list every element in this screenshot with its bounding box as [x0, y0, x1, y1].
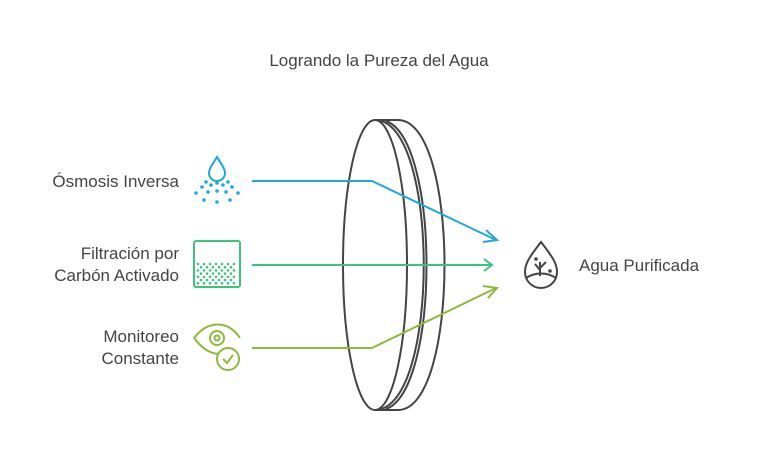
carbon-dot: [217, 278, 221, 282]
carbon-dot: [199, 272, 203, 275]
carbon-dot: [214, 269, 218, 272]
carbon-dot: [220, 262, 224, 266]
carbon-dot: [232, 275, 236, 279]
carbon-dot: [226, 262, 230, 266]
connector-carbon: [252, 258, 494, 272]
carbon-dot: [205, 265, 209, 269]
carbon-dot: [208, 262, 212, 266]
diagram-title: Logrando la Pureza del Agua: [269, 51, 489, 70]
carbon-dot: [196, 281, 200, 285]
carbon-dot: [229, 278, 233, 282]
carbon-dot: [217, 265, 221, 269]
carbon-dot: [220, 281, 224, 285]
carbon-dot: [208, 275, 212, 279]
water-spray-icon: [194, 155, 240, 204]
carbon-filter-icon: [193, 240, 241, 288]
eye-check-icon: [193, 323, 241, 371]
carbon-dot: [217, 272, 221, 275]
carbon-dot: [229, 265, 233, 269]
carbon-dot: [223, 265, 227, 269]
carbon-dot: [211, 272, 215, 275]
carbon-dot: [220, 275, 224, 279]
carbon-dot: [211, 265, 215, 269]
carbon-dot: [232, 269, 236, 272]
carbon-dot: [232, 262, 236, 266]
carbon-dot: [202, 262, 206, 266]
connector-monitoring: [252, 285, 499, 349]
carbon-dot: [199, 265, 203, 269]
carbon-dot: [214, 275, 218, 279]
carbon-dot: [229, 272, 233, 275]
carbon-dot: [202, 275, 206, 279]
carbon-dot: [220, 269, 224, 272]
carbon-dot: [205, 278, 209, 282]
carbon-dot: [226, 281, 230, 285]
carbon-dot: [226, 275, 230, 279]
carbon-dot: [202, 269, 206, 272]
carbon-dot: [214, 262, 218, 266]
carbon-dot: [232, 281, 236, 285]
carbon-dot: [199, 278, 203, 282]
carbon-dot: [226, 269, 230, 272]
carbon-dot: [196, 275, 200, 279]
carbon-dot: [208, 269, 212, 272]
carbon-dot: [223, 272, 227, 275]
carbon-dot: [211, 278, 215, 282]
carbon-dot: [223, 278, 227, 282]
carbon-dot: [205, 272, 209, 275]
connector-osmosis: [252, 180, 500, 243]
label-osmosis: Ósmosis Inversa: [52, 172, 179, 191]
water-drop-plant-icon: [523, 240, 559, 289]
label-output: Agua Purificada: [579, 256, 700, 275]
carbon-dot: [196, 269, 200, 272]
carbon-dot: [196, 262, 200, 266]
carbon-dot: [202, 281, 206, 285]
carbon-dot: [214, 281, 218, 285]
carbon-dot: [208, 281, 212, 285]
